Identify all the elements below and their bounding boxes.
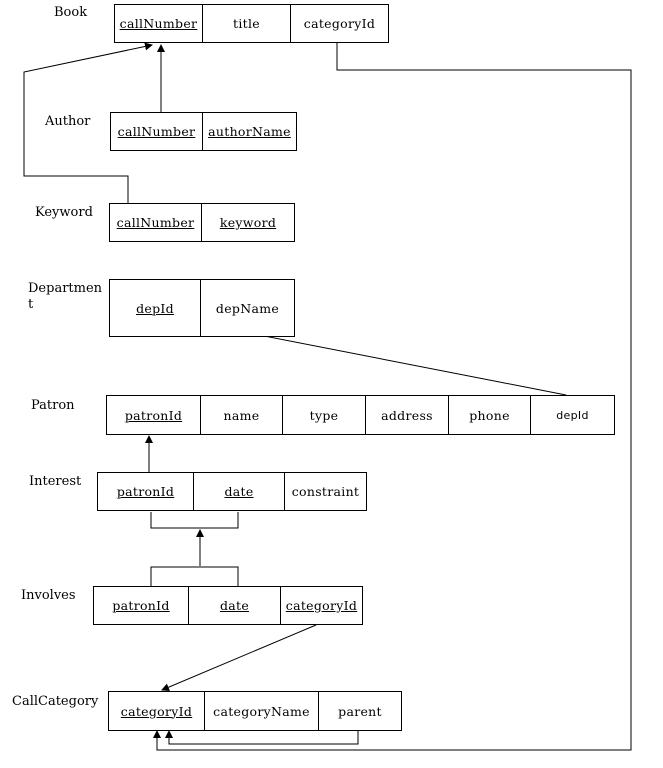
- book-callnumber-cell: callNumber: [115, 5, 203, 42]
- fk-book-callcategory-arrow: [153, 43, 632, 751]
- department-table: depId depName: [109, 279, 295, 337]
- department-table-label: Departmen t: [28, 281, 106, 313]
- callcategory-table: categoryId categoryName parent: [108, 691, 402, 731]
- patron-depid-cell: depId: [556, 408, 589, 422]
- callcategory-parent-cell: parent: [338, 703, 382, 719]
- callcategory-categoryid-cell: categoryId: [109, 692, 205, 730]
- keyword-keyword-cell: keyword: [219, 215, 277, 230]
- interest-patronid-cell: patronId: [98, 473, 194, 510]
- callcategory-categoryname-cell: categoryName: [205, 692, 319, 730]
- patron-table: patronId name type address phone depId: [106, 395, 615, 435]
- involves-table: patronId date categoryId: [93, 586, 363, 625]
- involves-date-cell: date: [189, 587, 281, 624]
- involves-table-label: Involves: [21, 588, 76, 603]
- fk-parent-callcategory-arrow: [165, 730, 359, 745]
- author-table-label: Author: [45, 114, 91, 129]
- department-depname-cell: depName: [215, 300, 280, 316]
- author-authorname-cell: authorName: [208, 124, 291, 139]
- involves-patronid-cell: patronId: [94, 587, 189, 624]
- book-table: callNumber title categoryId: [114, 4, 389, 43]
- author-table: callNumber authorName: [110, 112, 297, 151]
- patron-address-cell: address: [366, 396, 449, 434]
- keyword-callnumber-cell: callNumber: [110, 204, 202, 241]
- book-title-cell: title: [203, 5, 291, 42]
- interest-table: patronId date constraint: [97, 472, 367, 511]
- keyword-table-label: Keyword: [35, 205, 93, 220]
- fk-involves-interest-bracket: [150, 512, 239, 529]
- department-depid-cell: depId: [110, 280, 201, 336]
- interest-constraint-cell: constraint: [291, 484, 360, 499]
- patron-name-cell: name: [201, 396, 283, 434]
- book-table-label: Book: [54, 5, 88, 20]
- interest-table-label: Interest: [29, 474, 82, 489]
- interest-date-cell: date: [194, 473, 285, 510]
- patron-phone-cell: phone: [449, 396, 531, 434]
- patron-type-cell: type: [283, 396, 366, 434]
- book-categoryid-cell: categoryId: [303, 16, 376, 31]
- involves-categoryid-cell: categoryId: [285, 598, 358, 613]
- keyword-table: callNumber keyword: [109, 203, 295, 242]
- patron-table-label: Patron: [31, 398, 75, 413]
- patron-patronid-cell: patronId: [107, 396, 201, 434]
- fk-involves-group-bracket: [150, 566, 239, 586]
- department-label-text: Departmen t: [28, 281, 103, 312]
- fk-keyword-book-arrow: [23, 42, 153, 203]
- callcategory-table-label: CallCategory: [12, 694, 99, 709]
- fk-involves-callcategory-arrow: [161, 624, 317, 691]
- author-callnumber-cell: callNumber: [111, 113, 203, 150]
